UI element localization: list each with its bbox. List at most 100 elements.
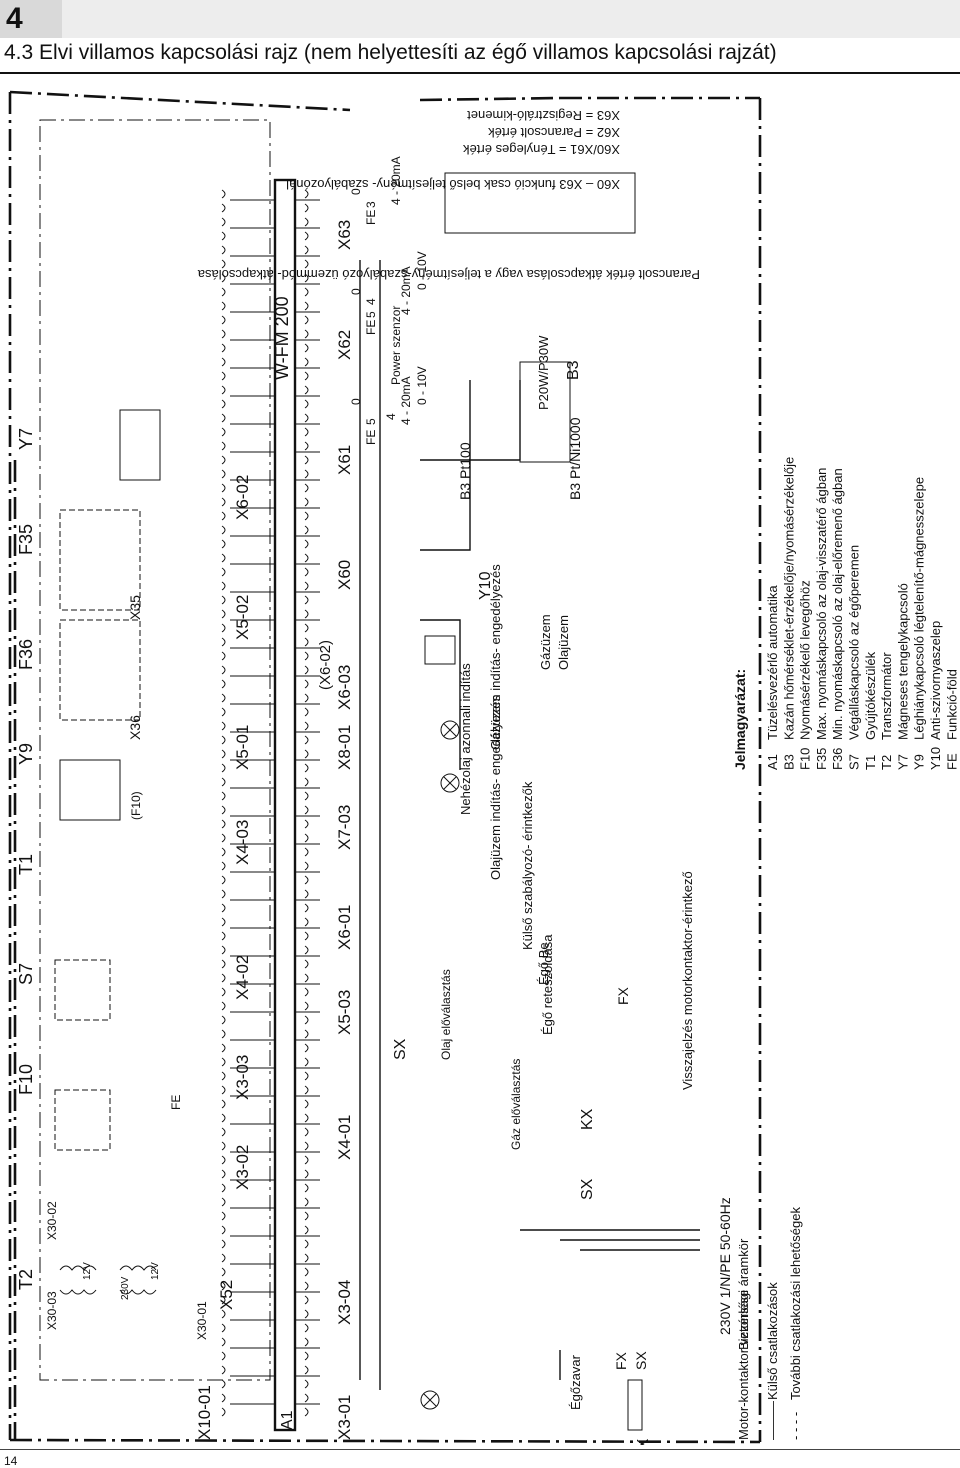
- terminal-pin: [221, 987, 226, 997]
- block-x3-04: X3-04: [335, 1280, 354, 1325]
- label-fx-mid: FX: [615, 986, 631, 1005]
- terminal-pin: [221, 245, 226, 255]
- terminal-pin: [221, 819, 226, 829]
- terminal-pin: [221, 1337, 226, 1347]
- boundary-bottom: [9, 1438, 761, 1444]
- terminal-pin: [304, 441, 309, 451]
- x62-4-20ma: 4 - 20mA: [399, 266, 413, 315]
- terminal-pin: [221, 707, 226, 717]
- terminal-pin: [221, 497, 226, 507]
- transformer-x30-02: X30-02: [45, 1201, 59, 1240]
- legend-text: Mágneses tengelykapcsoló: [895, 583, 910, 740]
- block-x6-03: X6-03: [335, 665, 354, 710]
- terminal-pin: [221, 1029, 226, 1039]
- component-s7: S7: [16, 963, 36, 985]
- fe-label: FE: [169, 1095, 183, 1110]
- terminal-pin: [304, 483, 309, 493]
- block-x4-01: X4-01: [335, 1115, 354, 1160]
- label-sx-mid: SX: [579, 1178, 596, 1200]
- terminal-pin: [221, 315, 226, 325]
- terminal-pin: [221, 1043, 226, 1053]
- page-number: 14: [4, 1454, 18, 1468]
- terminal-pin: [304, 1015, 309, 1025]
- terminal-pin: [221, 231, 226, 241]
- header-bar: [62, 0, 960, 38]
- terminal-pin: [221, 217, 226, 227]
- terminal-pin: [221, 273, 226, 283]
- block-x52: X52: [217, 1280, 236, 1310]
- legend-code: Y10: [928, 747, 943, 770]
- x36-label: X36: [127, 715, 143, 740]
- label-w-fm-200: W-FM 200: [272, 296, 292, 380]
- transformer-12v-a: 12V: [82, 1262, 93, 1280]
- x35-label: X35: [127, 595, 143, 620]
- legend-code: T2: [879, 755, 894, 770]
- page-title: 4.3 Elvi villamos kapcsolási rajz (nem h…: [4, 41, 777, 64]
- terminal-pin: [304, 693, 309, 703]
- terminal-pin: [221, 931, 226, 941]
- terminal-pin: [221, 1169, 226, 1179]
- terminal-pin: [304, 469, 309, 479]
- terminal-pin: [221, 791, 226, 801]
- terminal-pin: [221, 1323, 226, 1333]
- terminal-pin: [304, 819, 309, 829]
- terminal-pin: [304, 1183, 309, 1193]
- terminal-pin: [221, 189, 226, 199]
- terminal-pin: [304, 903, 309, 913]
- terminal-pin: [221, 595, 226, 605]
- wiring-diagram: W-FM 200 A1 T2 F10 S7 T1 Y9 F36 F35 Y7 X…: [8, 90, 959, 1445]
- label-sx-low: SX: [392, 1038, 409, 1060]
- terminals-bottom: [304, 189, 309, 1417]
- block-x3-01: X3-01: [335, 1395, 354, 1440]
- legend-code: FE: [944, 753, 959, 770]
- terminal-pin: [221, 679, 226, 689]
- terminal-pin: [304, 1267, 309, 1277]
- terminal-pin: [221, 1281, 226, 1291]
- terminal-pin: [221, 1183, 226, 1193]
- label-b3-pt100: B3 Pt100: [457, 442, 473, 500]
- terminal-pin: [221, 735, 226, 745]
- terminal-pin: [304, 791, 309, 801]
- terminal-pin: [221, 833, 226, 843]
- block-x5-01: X5-01: [233, 725, 252, 770]
- terminal-pin: [304, 917, 309, 927]
- label-motor-contactor: Motor-kontaktor vezérlése: [736, 1290, 751, 1440]
- terminals-top: [221, 189, 226, 1417]
- note-x63: X63 = Regisztráló-kimenet: [467, 108, 620, 123]
- legend-code: S7: [847, 754, 862, 770]
- x62-0: 0: [349, 288, 363, 295]
- legend-text: Kazán hőmérséklet-érzékelője/nyomásérzék…: [781, 457, 796, 740]
- terminal-pin: [304, 525, 309, 535]
- terminal-pin: [304, 1113, 309, 1123]
- label-y10: Y10: [477, 571, 494, 600]
- x63-4-20ma: 4 - 20mA: [389, 156, 403, 205]
- legend-code: Y9: [912, 754, 927, 770]
- block-x3-03: X3-03: [233, 1055, 252, 1100]
- terminal-pin: [304, 1407, 309, 1417]
- terminal-pin: [221, 567, 226, 577]
- block-x10-01: X10-01: [195, 1385, 214, 1440]
- legend-text: Anti-szivornyaszelep: [928, 621, 943, 740]
- terminal-pin: [221, 1211, 226, 1221]
- terminal-pin: [304, 203, 309, 213]
- terminal-pin: [304, 973, 309, 983]
- terminal-pin: [304, 1127, 309, 1137]
- terminal-pin: [304, 595, 309, 605]
- terminal-pin: [304, 833, 309, 843]
- label-oil-start: Olajüzem indítás- engedélyezés: [488, 695, 503, 880]
- legend-code: F35: [814, 748, 829, 770]
- terminal-pin: [221, 861, 226, 871]
- label-b3: B3: [565, 360, 582, 380]
- terminal-pin: [221, 343, 226, 353]
- legend-text: Max. nyomáskapcsoló az olaj-visszatérő á…: [814, 468, 829, 740]
- terminal-pin: [304, 987, 309, 997]
- terminal-pin: [304, 889, 309, 899]
- label-kx-top: KX: [635, 1438, 652, 1445]
- terminal-pin: [304, 861, 309, 871]
- label-b3-p20w: P20W/P30W: [536, 335, 551, 410]
- terminal-pin: [304, 1211, 309, 1221]
- terminal-pin: [221, 665, 226, 675]
- bus-wires: [230, 199, 320, 1405]
- lamp-symbols: [420, 720, 460, 1410]
- terminal-pin: [304, 1365, 309, 1375]
